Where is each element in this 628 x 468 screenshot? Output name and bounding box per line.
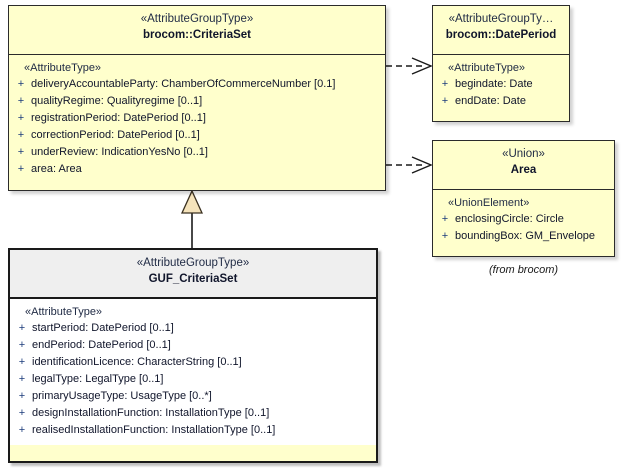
attribute-row[interactable]: + underReview: IndicationYesNo [0..1] <box>11 144 383 161</box>
attribute-label: endDate: Date <box>455 95 526 107</box>
attribute-row[interactable]: + endPeriod: DatePeriod [0..1] <box>12 337 374 354</box>
visibility-marker: + <box>17 129 25 141</box>
visibility-marker: + <box>18 322 26 334</box>
visibility-marker: + <box>18 390 26 402</box>
attribute-label: designInstallationFunction: Installation… <box>32 407 270 419</box>
visibility-marker: + <box>441 95 449 107</box>
attribute-label: identificationLicence: CharacterString [… <box>32 356 242 368</box>
attribute-label: underReview: IndicationYesNo [0..1] <box>31 146 208 158</box>
attribute-label: endPeriod: DatePeriod [0..1] <box>32 339 171 351</box>
class-box-brocom-criteriaset[interactable]: «AttributeGroupType» brocom::CriteriaSet… <box>8 5 386 191</box>
attribute-row[interactable]: + identificationLicence: CharacterString… <box>12 354 374 371</box>
class-attributes-compartment: «AttributeType» + begindate: Date + endD… <box>433 55 569 116</box>
attribute-row[interactable]: + registrationPeriod: DatePeriod [0..1] <box>11 110 383 127</box>
attribute-row[interactable]: + enclosingCircle: Circle <box>435 211 612 228</box>
dependency-criteriaset-dateperiod[interactable] <box>386 57 433 75</box>
open-arrowhead <box>411 156 433 174</box>
class-header: «Union» Area <box>433 141 614 190</box>
attribute-row[interactable]: + correctionPeriod: DatePeriod [0..1] <box>11 127 383 144</box>
class-header: «AttributeGroupType» brocom::CriteriaSet <box>9 6 385 55</box>
class-attributes-compartment: «UnionElement» + enclosingCircle: Circle… <box>433 190 614 251</box>
attribute-label: begindate: Date <box>455 78 533 90</box>
attribute-label: realisedInstallationFunction: Installati… <box>32 424 276 436</box>
class-stereotype: «Union» <box>502 148 545 160</box>
class-name: brocom::CriteriaSet <box>143 29 251 41</box>
hollow-triangle-arrowhead <box>180 189 204 214</box>
attribute-row[interactable]: + endDate: Date <box>435 93 567 110</box>
attribute-row[interactable]: + deliveryAccountableParty: ChamberOfCom… <box>11 76 383 93</box>
class-box-area[interactable]: «Union» Area «UnionElement» + enclosingC… <box>432 140 615 257</box>
attribute-row[interactable]: + startPeriod: DatePeriod [0..1] <box>12 320 374 337</box>
visibility-marker: + <box>18 339 26 351</box>
visibility-marker: + <box>18 373 26 385</box>
visibility-marker: + <box>18 356 26 368</box>
attribute-row[interactable]: + area: Area <box>11 161 383 178</box>
class-header: «AttributeGroupTy… brocom::DatePeriod <box>433 6 569 55</box>
visibility-marker: + <box>17 112 25 124</box>
visibility-marker: + <box>17 146 25 158</box>
attribute-label: qualityRegime: Qualityregime [0..1] <box>31 95 203 107</box>
visibility-marker: + <box>18 424 26 436</box>
attribute-row[interactable]: + primaryUsageType: UsageType [0..*] <box>12 388 374 405</box>
attribute-label: deliveryAccountableParty: ChamberOfComme… <box>31 78 336 90</box>
class-name: brocom::DatePeriod <box>445 29 557 41</box>
class-stereotype: «AttributeGroupType» <box>140 13 254 25</box>
compartment-stereotype: «UnionElement» <box>448 197 530 209</box>
dependency-criteriaset-area[interactable] <box>386 156 433 174</box>
attribute-label: correctionPeriod: DatePeriod [0..1] <box>31 129 200 141</box>
attribute-row[interactable]: + boundingBox: GM_Envelope <box>435 228 612 245</box>
attribute-row[interactable]: + realisedInstallationFunction: Installa… <box>12 422 374 439</box>
class-stereotype: «AttributeGroupTy… <box>448 13 554 25</box>
attribute-label: boundingBox: GM_Envelope <box>455 230 596 242</box>
visibility-marker: + <box>441 213 449 225</box>
generalization-guf-to-criteriaset[interactable] <box>180 189 204 248</box>
class-attributes-compartment: «AttributeType» + startPeriod: DatePerio… <box>10 299 376 445</box>
note-from-brocom: (from brocom) <box>488 264 559 276</box>
class-stereotype: «AttributeGroupType» <box>136 257 250 269</box>
compartment-stereotype: «AttributeType» <box>25 306 103 318</box>
attribute-label: legalType: LegalType [0..1] <box>32 373 164 385</box>
attribute-row[interactable]: + designInstallationFunction: Installati… <box>12 405 374 422</box>
class-header: «AttributeGroupType» GUF_CriteriaSet <box>10 250 376 299</box>
compartment-stereotype: «AttributeType» <box>24 62 102 74</box>
visibility-marker: + <box>441 78 449 90</box>
attribute-row[interactable]: + qualityRegime: Qualityregime [0..1] <box>11 93 383 110</box>
visibility-marker: + <box>18 407 26 419</box>
class-attributes-compartment: «AttributeType» + deliveryAccountablePar… <box>9 55 385 184</box>
class-box-guf-criteriaset[interactable]: «AttributeGroupType» GUF_CriteriaSet «At… <box>8 248 378 463</box>
visibility-marker: + <box>17 95 25 107</box>
attribute-label: enclosingCircle: Circle <box>455 213 564 225</box>
class-box-brocom-dateperiod[interactable]: «AttributeGroupTy… brocom::DatePeriod «A… <box>432 5 570 122</box>
attribute-row[interactable]: + begindate: Date <box>435 76 567 93</box>
class-name: GUF_CriteriaSet <box>148 273 238 285</box>
visibility-marker: + <box>17 78 25 90</box>
attribute-label: startPeriod: DatePeriod [0..1] <box>32 322 174 334</box>
visibility-marker: + <box>17 163 25 175</box>
attribute-label: registrationPeriod: DatePeriod [0..1] <box>31 112 206 124</box>
class-name: Area <box>510 164 537 176</box>
attribute-label: primaryUsageType: UsageType [0..*] <box>32 390 212 402</box>
open-arrowhead <box>411 57 433 75</box>
compartment-stereotype: «AttributeType» <box>448 62 526 74</box>
visibility-marker: + <box>441 230 449 242</box>
attribute-label: area: Area <box>31 163 82 175</box>
attribute-row[interactable]: + legalType: LegalType [0..1] <box>12 371 374 388</box>
